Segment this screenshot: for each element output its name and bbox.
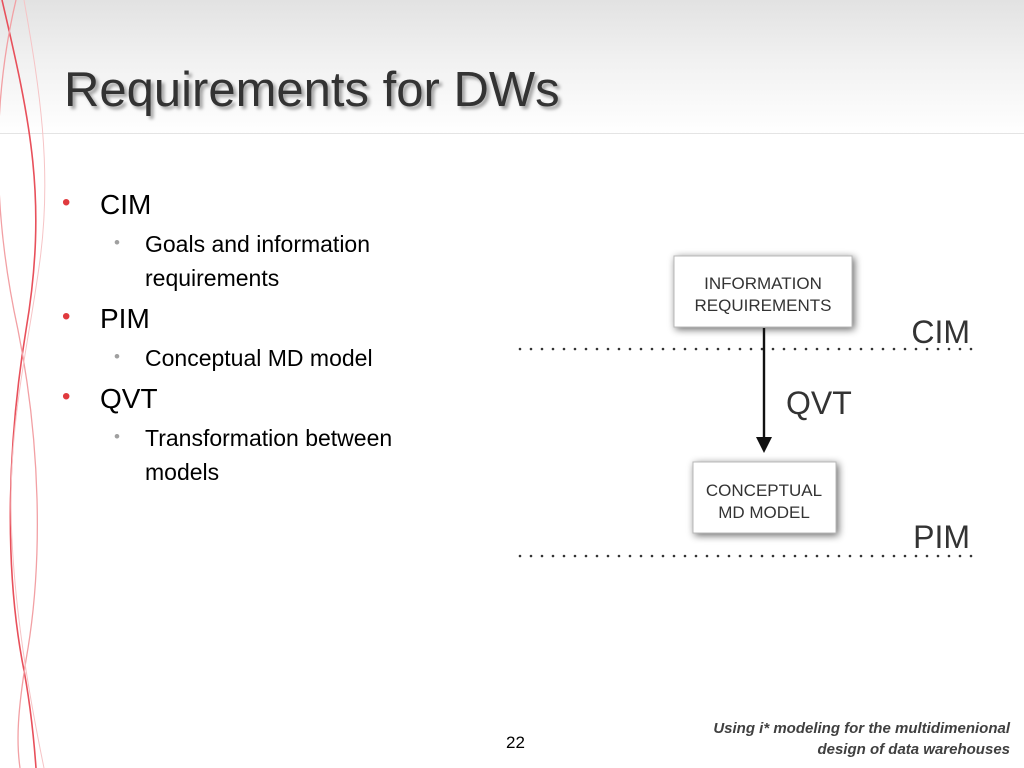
header-divider [0, 133, 1024, 134]
conceptual-md-model-box: CONCEPTUAL MD MODEL [692, 461, 837, 534]
bullet-dot: • [62, 189, 71, 216]
header-band [0, 0, 1024, 135]
sub-bullet: • Transformation between models [62, 421, 482, 489]
bullet-cim: • CIM [62, 186, 482, 224]
bullet-pim: • PIM [62, 300, 482, 338]
cim-level-label: CIM [911, 314, 970, 350]
sub-bullet-text: Goals and information [145, 231, 371, 257]
qvt-arrow-label: QVT [786, 385, 852, 421]
box-label: INFORMATION [704, 274, 822, 293]
sub-bullet-dot: • [114, 233, 120, 252]
sub-bullet-dot: • [114, 427, 120, 446]
citation-line: design of data warehouses [817, 741, 1010, 758]
bullet-label: QVT [100, 383, 158, 414]
sub-bullet-text: models [145, 459, 220, 485]
decorative-curves [0, 0, 46, 768]
bullet-dot: • [62, 383, 71, 410]
sub-bullet: • Goals and information requirements [62, 227, 482, 295]
box-label: MD MODEL [718, 503, 810, 522]
sub-bullet-dot: • [114, 347, 120, 366]
sub-bullet: • Conceptual MD model [62, 341, 482, 375]
box-label: REQUIREMENTS [695, 296, 832, 315]
bullet-qvt: • QVT [62, 380, 482, 418]
bullet-dot: • [62, 303, 71, 330]
sub-bullet-text: Conceptual MD model [145, 345, 373, 371]
bullet-list: • CIM • Goals and information requiremen… [62, 186, 482, 494]
slide-title: Requirements for DWs [64, 63, 560, 117]
information-requirements-box: INFORMATION REQUIREMENTS [673, 255, 853, 328]
citation-line: Using i* modeling for the multidimeniona… [713, 720, 1010, 737]
sub-bullet-text: requirements [145, 265, 280, 291]
bullet-label: CIM [100, 189, 152, 220]
box-label: CONCEPTUAL [706, 481, 822, 500]
pim-level-label: PIM [913, 519, 970, 555]
page-number: 22 [506, 733, 525, 752]
footer-citation: Using i* modeling for the multidimeniona… [610, 718, 1010, 760]
bullet-label: PIM [100, 303, 150, 334]
qvt-arrow [756, 328, 772, 453]
sub-bullet-text: Transformation between [145, 425, 393, 451]
